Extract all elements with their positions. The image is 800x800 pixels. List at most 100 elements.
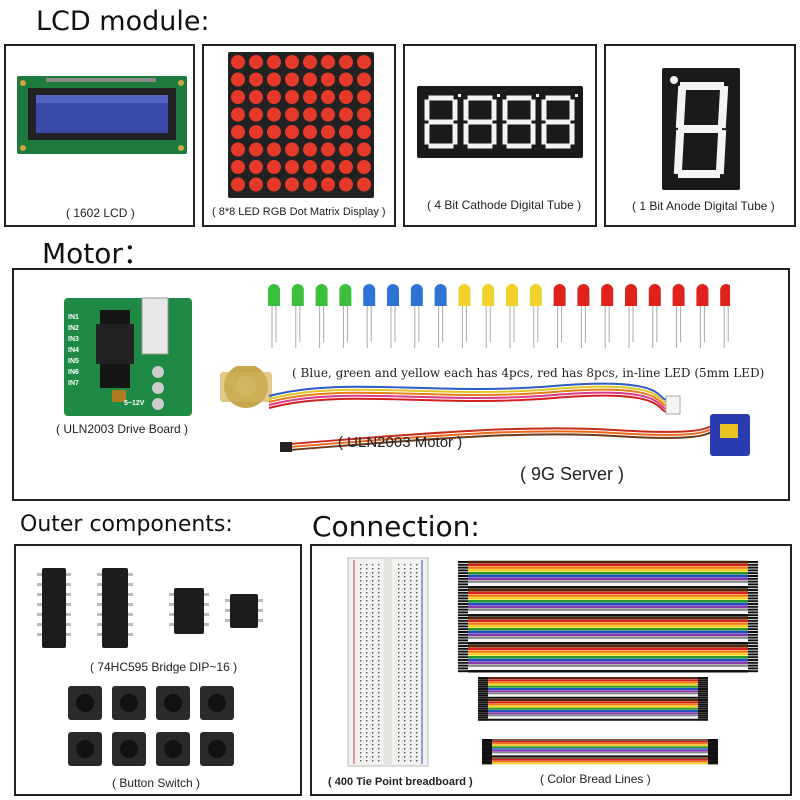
breadboard-hole (404, 648, 406, 650)
wire-pin (458, 667, 468, 670)
breadboard-hole (416, 724, 418, 726)
breadboard-hole (372, 588, 374, 590)
wire-pin (698, 712, 708, 715)
breadboard-hole (366, 612, 368, 614)
breadboard-hole (372, 744, 374, 746)
breadboard-hole (416, 712, 418, 714)
lcd-1602-caption: ( 1602 LCD ) (66, 206, 135, 220)
breadboard-hole (366, 648, 368, 650)
breadboard-hole (398, 712, 400, 714)
button-switch-caption: ( Button Switch ) (112, 776, 201, 790)
breadboard-hole (360, 580, 362, 582)
breadboard-hole (360, 624, 362, 626)
breadboard-hole (404, 696, 406, 698)
matrix-dot (357, 72, 371, 87)
wire-pin (478, 716, 488, 719)
button-cap (208, 740, 226, 758)
breadboard-hole (378, 564, 380, 566)
wire-pin (708, 758, 718, 761)
wire-pin (478, 677, 488, 679)
breadboard-hole (404, 760, 406, 762)
breadboard-hole (360, 756, 362, 758)
ic-pin (66, 603, 71, 606)
breadboard-hole (366, 732, 368, 734)
matrix-dot (231, 72, 245, 87)
wire-pin (458, 600, 468, 603)
breadboard-hole (398, 664, 400, 666)
one-digit-tube-panel: ( 1 Bit Anode Digital Tube ) (604, 44, 796, 227)
ic-pin (128, 603, 133, 606)
breadboard-hole (360, 596, 362, 598)
matrix-dot (285, 55, 299, 69)
breadboard-hole (366, 696, 368, 698)
breadboard-hole (416, 656, 418, 658)
matrix-dot (321, 55, 335, 69)
pin-label: IN4 (68, 347, 79, 354)
breadboard-hole (360, 744, 362, 746)
matrix-dot (249, 160, 263, 174)
breadboard-hole (360, 720, 362, 722)
wire-pin (748, 667, 758, 670)
breadboard-hole (404, 608, 406, 610)
led (577, 284, 590, 306)
wire-pin (458, 594, 468, 597)
matrix-dot (267, 177, 281, 192)
button-cap (164, 694, 182, 712)
wire-pin (698, 696, 708, 699)
breadboard-hole (410, 640, 412, 642)
breadboard-hole (372, 576, 374, 578)
breadboard-hole (372, 636, 374, 638)
breadboard-hole (366, 728, 368, 730)
pin-label: IN3 (68, 336, 79, 343)
ic-pin (37, 623, 42, 626)
dot-matrix-image (228, 52, 374, 198)
ic-chips-image (37, 568, 263, 648)
matrix-dot (357, 55, 371, 69)
wire-pin (458, 625, 468, 628)
matrix-dot (267, 142, 281, 157)
wire-pin (748, 580, 758, 583)
wire-pin (748, 633, 758, 636)
wire-pin (458, 628, 468, 631)
breadboard-hole (378, 584, 380, 586)
breadboard-hole (416, 652, 418, 654)
wire-pin (482, 748, 492, 750)
matrix-dot (231, 177, 245, 192)
breadboard-hole (398, 676, 400, 678)
breadboard-hole (372, 740, 374, 742)
breadboard-hole (360, 700, 362, 702)
breadboard-hole (378, 588, 380, 590)
digit-dot (497, 94, 500, 97)
breadboard-hole (372, 668, 374, 670)
wire-pin (482, 762, 492, 765)
ic-pin (258, 599, 263, 602)
wire-pin (698, 677, 708, 679)
breadboard-hole (410, 588, 412, 590)
breadboard-hole (398, 748, 400, 750)
breadboard-hole (372, 728, 374, 730)
uln2003-drive-board-image (64, 297, 192, 416)
breadboard-hole (366, 704, 368, 706)
breadboard-hole (372, 716, 374, 718)
breadboard-hole (372, 660, 374, 662)
breadboard-hole (378, 740, 380, 742)
breadboard-hole (360, 692, 362, 694)
breadboard-hole (366, 716, 368, 718)
breadboard-hole (378, 580, 380, 582)
matrix-dot (285, 125, 299, 139)
breadboard-hole (360, 592, 362, 594)
wire-pin (698, 692, 708, 695)
breadboard-hole (360, 648, 362, 650)
breadboard-hole (410, 612, 412, 614)
wire-pin (458, 645, 468, 647)
breadboard-hole (404, 736, 406, 738)
breadboard-hole (378, 664, 380, 666)
wire-pin (708, 757, 718, 759)
wire-pin (748, 631, 758, 633)
breadboard-hole (398, 600, 400, 602)
ic-pin (128, 613, 133, 616)
breadboard-hole (378, 752, 380, 754)
breadboard-hole (398, 640, 400, 642)
breadboard-hole (416, 572, 418, 574)
matrix-dot (267, 160, 281, 174)
